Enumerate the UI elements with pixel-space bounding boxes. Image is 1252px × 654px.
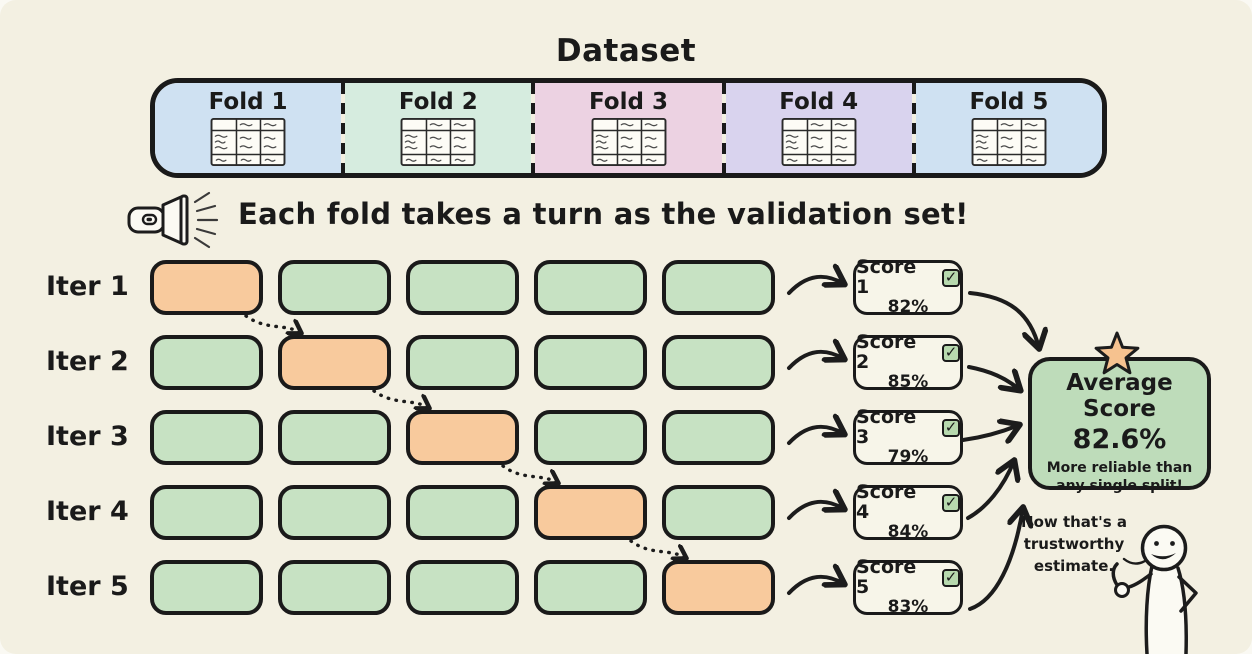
fold-cell (662, 485, 775, 540)
fold-label: Fold 2 (398, 89, 478, 115)
diagram-title: Dataset (555, 33, 697, 69)
score-box-3: Score 3 ✓ 79% (853, 406, 963, 468)
score-label: Score 5 (856, 556, 917, 599)
fold-cell (662, 260, 775, 315)
fold-cell (662, 560, 775, 615)
fold-segment-1: Fold 1 (155, 83, 342, 173)
fold-label: Fold 4 (779, 89, 859, 115)
data-table-icon (400, 118, 476, 166)
fold-segment-4: Fold 4 (725, 83, 912, 173)
iteration-label-2: Iter 2 (46, 346, 129, 377)
fold-label: Fold 3 (589, 89, 668, 115)
checkmark-icon: ✓ (942, 344, 960, 363)
headline-text: Each fold takes a turn as the validation… (238, 197, 969, 231)
data-table-icon (591, 118, 666, 166)
fold-divider (721, 83, 726, 173)
fold-cell (150, 485, 263, 540)
average-score-value: 82.6% (1072, 424, 1167, 455)
score-value: 83% (887, 597, 929, 618)
score-box-4: Score 4 ✓ 84% (853, 481, 963, 543)
fold-cell (278, 485, 391, 540)
star-icon (1094, 331, 1140, 375)
mascot-speech: Now that's a trustworthy estimate. (1016, 512, 1132, 577)
checkmark-icon: ✓ (942, 419, 960, 438)
iteration-row-1 (150, 260, 775, 315)
fold-cell (406, 335, 519, 390)
score-value: 85% (887, 372, 929, 393)
fold-cell (534, 260, 647, 315)
iteration-label-1: Iter 1 (46, 271, 129, 302)
fold-cell (406, 485, 519, 540)
data-table-icon (210, 118, 286, 166)
checkmark-icon: ✓ (942, 494, 960, 513)
fold-cell (534, 560, 647, 615)
fold-segment-5: Fold 5 (915, 83, 1102, 173)
fold-cell (150, 335, 263, 390)
score-box-2: Score 2 ✓ 85% (853, 331, 963, 393)
score-label: Score 1 (856, 256, 917, 299)
fold-segment-2: Fold 2 (345, 83, 532, 173)
fold-segment-3: Fold 3 (535, 83, 722, 173)
score-label: Score 4 (856, 481, 917, 524)
flashlight-icon (127, 191, 219, 249)
average-score-title: Average Score (1066, 370, 1173, 422)
data-table-icon (971, 118, 1047, 166)
fold-divider (531, 83, 536, 173)
score-value: 79% (887, 447, 929, 468)
iteration-label-4: Iter 4 (46, 496, 129, 527)
data-table-icon (781, 118, 857, 166)
iteration-label-3: Iter 3 (46, 421, 129, 452)
fold-label: Fold 5 (969, 89, 1049, 115)
score-label: Score 2 (856, 331, 917, 374)
score-label: Score 3 (856, 406, 917, 449)
fold-cell (278, 410, 391, 465)
checkmark-icon: ✓ (942, 569, 960, 588)
iteration-row-5 (150, 560, 775, 615)
iteration-row-2 (150, 335, 775, 390)
fold-cell (278, 260, 391, 315)
speech-line: Now that's a (1021, 513, 1127, 531)
score-value: 84% (887, 522, 929, 543)
average-score-note: More reliable than any single split! (1046, 460, 1193, 495)
fold-divider (911, 83, 916, 173)
fold-cell (662, 335, 775, 390)
fold-cell (150, 410, 263, 465)
score-value: 82% (887, 297, 929, 318)
fold-label: Fold 1 (208, 89, 288, 115)
score-box-5: Score 5 ✓ 83% (853, 556, 963, 618)
fold-cell (278, 335, 391, 390)
fold-divider (341, 83, 346, 173)
speech-line: estimate. (1033, 556, 1115, 575)
speech-line: trustworthy (1023, 534, 1125, 553)
checkmark-icon: ✓ (942, 269, 960, 288)
fold-cell (406, 410, 519, 465)
fold-cell (534, 335, 647, 390)
score-box-1: Score 1 ✓ 82% (853, 256, 963, 318)
fold-cell (150, 560, 263, 615)
fold-cell (150, 260, 263, 315)
iteration-row-3 (150, 410, 775, 465)
fold-cell (406, 560, 519, 615)
fold-cell (406, 260, 519, 315)
dataset-bar: Fold 1 Fold 2 Fold 3 Fold 4 Fold 5 (150, 78, 1107, 178)
fold-cell (534, 410, 647, 465)
iteration-label-5: Iter 5 (46, 571, 129, 602)
fold-cell (534, 485, 647, 540)
fold-cell (278, 560, 391, 615)
iteration-row-4 (150, 485, 775, 540)
fold-cell (662, 410, 775, 465)
